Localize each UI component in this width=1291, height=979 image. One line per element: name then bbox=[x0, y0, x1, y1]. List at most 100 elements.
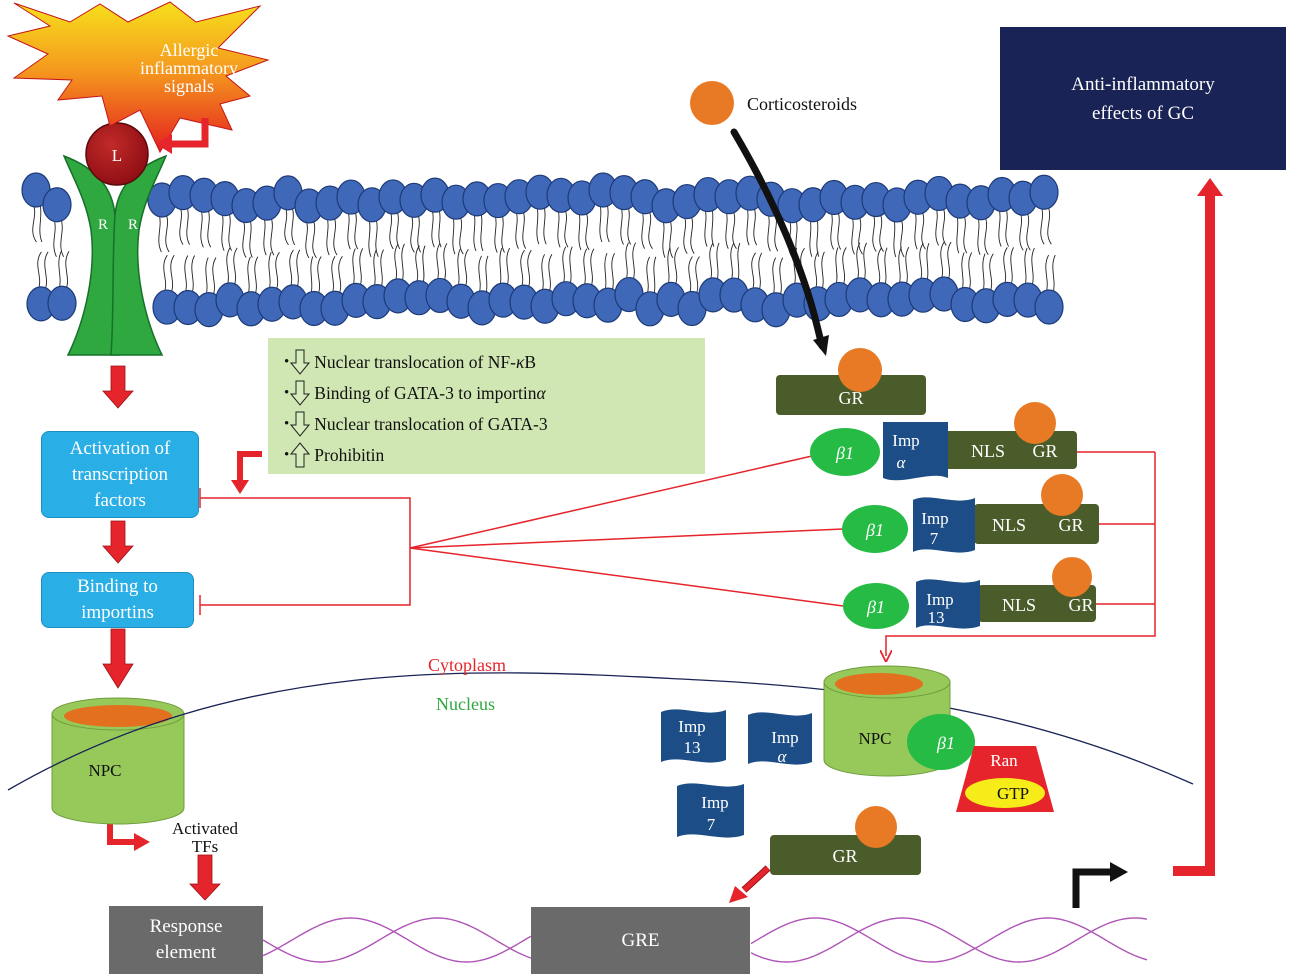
signal-to-ligand-arrow bbox=[156, 118, 209, 154]
lipid-heads-outer bbox=[21, 172, 1059, 224]
cell-membrane bbox=[21, 172, 1064, 328]
effects-item-2-symbol: α bbox=[536, 382, 546, 403]
effects-item-1-symbol: κ bbox=[515, 351, 525, 372]
free-importin-alpha: Imp α bbox=[748, 712, 812, 766]
activated-tfs-line-1: Activated bbox=[172, 819, 239, 838]
lipid-head bbox=[42, 187, 72, 223]
imp-label-3: Imp bbox=[926, 590, 953, 609]
free-impalpha-line-1: Imp bbox=[771, 728, 798, 747]
cytoplasm-label: Cytoplasm bbox=[428, 655, 506, 675]
lipid-head bbox=[1029, 174, 1059, 210]
gr-label-2: GR bbox=[1058, 515, 1083, 535]
free-imp7-line-1: Imp bbox=[701, 793, 728, 812]
down-arrow-icon bbox=[290, 380, 311, 406]
importin-13-shape bbox=[916, 579, 980, 629]
effects-item-2-prefix: Binding of GATA-3 to importin bbox=[314, 382, 537, 403]
arrow-to-response-element bbox=[189, 854, 221, 901]
effects-item-1-prefix: Nuclear translocation of NF- bbox=[314, 351, 516, 372]
signal-line-2: inflammatory bbox=[140, 58, 238, 78]
free-imp7-line-2: 7 bbox=[707, 815, 716, 834]
ran-gtp: Ran GTP bbox=[956, 746, 1054, 812]
effects-item-3: •Nuclear translocation of GATA-3 bbox=[284, 411, 548, 437]
response-line-2: element bbox=[155, 942, 217, 963]
allergic-signal-burst: Allergic inflammatory signals bbox=[6, 1, 270, 154]
free-importin-7: Imp 7 bbox=[677, 783, 744, 838]
imp-7-label: 7 bbox=[930, 529, 939, 548]
corticosteroid-legend: Corticosteroids bbox=[690, 81, 857, 125]
dna-strand-1 bbox=[262, 917, 1148, 963]
activation-line-2: transcription bbox=[71, 463, 169, 485]
npc-left-label: NPC bbox=[88, 761, 121, 780]
gr-complex-importin-7: NLS GR Imp 7 β1 bbox=[842, 474, 1099, 553]
activated-tfs-arrow bbox=[107, 824, 150, 851]
gr-free-label: GR bbox=[838, 388, 863, 408]
ligand-label: L bbox=[112, 146, 122, 165]
gr-nuclear: GR bbox=[770, 806, 921, 875]
up-arrow-icon bbox=[290, 442, 311, 468]
response-element-box: Response element bbox=[109, 906, 263, 974]
gre-label: GRE bbox=[621, 929, 660, 951]
npc-left: NPC bbox=[51, 697, 185, 825]
effects-item-4: •Prohibitin bbox=[284, 442, 384, 468]
response-line-1: Response bbox=[149, 916, 223, 937]
gr-nuclear-label: GR bbox=[832, 846, 857, 866]
signal-line-1: Allergic bbox=[160, 40, 219, 60]
imp-label-1: Imp bbox=[892, 431, 919, 450]
gr-label-3: GR bbox=[1068, 595, 1093, 615]
corticosteroid-entry-arrow bbox=[730, 128, 829, 356]
activation-line-1: Activation of bbox=[69, 437, 171, 459]
signal-line-3: signals bbox=[164, 76, 214, 96]
gr-complex-importin-13: NLS GR Imp 13 β1 bbox=[843, 557, 1096, 629]
membrane-receptor: R R bbox=[62, 154, 168, 356]
ran-label: Ran bbox=[990, 751, 1018, 770]
lipid-head bbox=[1034, 289, 1064, 325]
gre-box: GRE bbox=[531, 907, 750, 974]
gr-complex-free: GR bbox=[776, 348, 926, 415]
gr-to-gre-arrow bbox=[729, 865, 771, 903]
effects-item-2: •Binding of GATA-3 to importin α bbox=[284, 380, 546, 406]
beta1-nuclear: β1 bbox=[907, 714, 975, 770]
imp-13-label: 13 bbox=[928, 608, 945, 627]
binding-line-1: Binding to bbox=[77, 576, 158, 597]
corticosteroids-label: Corticosteroids bbox=[747, 94, 857, 114]
nls-label-1: NLS bbox=[971, 441, 1005, 461]
beta1-label-1: β1 bbox=[835, 443, 854, 463]
importin-7-shape bbox=[913, 497, 975, 553]
beta1-label-3: β1 bbox=[866, 597, 885, 617]
effects-item-4-prefix: Prohibitin bbox=[314, 444, 385, 465]
binding-line-2: importins bbox=[81, 602, 154, 623]
activation-line-3: factors bbox=[94, 489, 146, 511]
lipid-head bbox=[47, 285, 77, 321]
nucleus-label: Nucleus bbox=[436, 694, 495, 714]
arrow-receptor-to-activation bbox=[102, 365, 134, 409]
dna-strand-2 bbox=[262, 917, 1148, 963]
lipid-heads-inner bbox=[26, 276, 1064, 328]
arrow-binding-to-npc bbox=[102, 628, 134, 689]
receptor-label-right: R bbox=[128, 217, 138, 233]
activation-box: Activation of transcription factors bbox=[41, 431, 199, 518]
free-imp13-line-2: 13 bbox=[684, 738, 701, 757]
complex-to-npc-connector bbox=[886, 451, 1156, 656]
transcription-start-arrow bbox=[1072, 862, 1128, 908]
gtp-label: GTP bbox=[997, 784, 1029, 803]
inhibition-lines bbox=[199, 455, 844, 615]
npc-right-label: NPC bbox=[858, 729, 891, 748]
effects-item-3-prefix: Nuclear translocation of GATA-3 bbox=[314, 413, 548, 434]
nls-label-3: NLS bbox=[1002, 595, 1036, 615]
nuclear-envelope bbox=[7, 672, 1194, 791]
free-impalpha-line-2: α bbox=[778, 747, 788, 766]
ligand: L bbox=[85, 122, 149, 186]
imp-alpha-label-1: α bbox=[897, 453, 907, 472]
activated-tfs-line-2: TFs bbox=[192, 837, 218, 856]
free-imp13-line-1: Imp bbox=[678, 717, 705, 736]
gc-effects-line-1: Anti-inflammatory bbox=[1071, 73, 1215, 95]
effects-elbow-arrow bbox=[231, 451, 262, 494]
free-importin-13: Imp 13 bbox=[661, 709, 726, 763]
down-arrow-icon bbox=[290, 349, 311, 375]
lipid-tails bbox=[32, 203, 1056, 296]
beta1-label-2: β1 bbox=[865, 520, 884, 540]
gc-effects-box: Anti-inflammatory effects of GC bbox=[1000, 27, 1286, 170]
